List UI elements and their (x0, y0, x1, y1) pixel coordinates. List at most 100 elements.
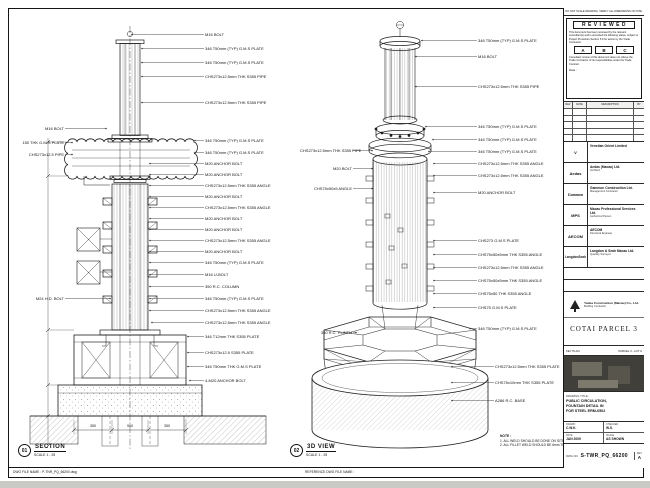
field-label: SCALE (606, 433, 615, 437)
status-option-b: B (595, 46, 613, 55)
company-role: Authorized Person (590, 215, 612, 218)
callout-label: CHS273x12.5mm THK S355 ANGLE (478, 173, 544, 178)
callout-label: CHS75x50x5mm THK S355 ANGLE (478, 252, 543, 257)
field-label: CHECKED (606, 423, 619, 426)
callout-label: CHS273x12.5mm THK S355 ANGLE (205, 205, 271, 210)
rev-row (564, 109, 644, 116)
callout-label: CHS75 G.M.S PLATE (478, 305, 517, 310)
drawing-title-block: DRAWING TITLE : PUBLIC CIRCULATION, FOUN… (564, 392, 644, 422)
callout-label: A286 R.C. BASE (495, 398, 526, 403)
callout-label: 346 T50mm (TYP) G.M.S PLATE (478, 124, 537, 129)
key-plan-value: PARCEL 3 - LOT A (618, 348, 642, 353)
rev-col-header: DESCRIPTION (587, 102, 634, 108)
callout-label: CHS75x10mm THK S355 PLATE (495, 380, 554, 385)
note-line: 1. ALL WELD SHOULD BE DONE ON SITE. (500, 438, 566, 443)
note-line: 2. ALL FILLET WELD SHOULD BE 6mm THK. U.… (500, 443, 579, 448)
callout-label: 346 T50mm THK G.M.S PLATE (205, 364, 262, 369)
callout-label: 346 T50mm (TYP) G.M.S PLATE (205, 46, 264, 51)
callout-label: 346 T50mm (TYP) G.M.S PLATE (478, 149, 537, 154)
rev-label: REV (636, 452, 642, 455)
reference-dwg-file-name: REFERENCE DWG FILE NAME : (305, 470, 355, 474)
callout-label: 4-M20 ANCHOR BOLT (205, 378, 246, 383)
key-plan-label: KEY PLAN (566, 348, 580, 353)
view-title: SECTION (34, 444, 67, 452)
rev-col-header: DATE (573, 102, 587, 108)
blank-row (564, 280, 644, 292)
section-drawing (29, 26, 267, 450)
callout-label: M20 ANCHOR BOLT (205, 172, 243, 177)
company-role: Quantity Surveyor (590, 253, 611, 256)
title-block: DO NOT SCALE DRAWING. VERIFY ALL DIMENSI… (563, 8, 644, 468)
callout-label: CHS75x50x5 ANGLE (313, 186, 352, 191)
company-name: AECOM (590, 228, 603, 232)
callout-label: M20 ANCHOR BOLT (205, 249, 243, 254)
callout-label: CHS273x12.5mm THK S355 ANGLE (205, 238, 271, 243)
dimension-label: 900 (127, 424, 133, 428)
rev-row (564, 135, 644, 141)
reviewed-paragraph: This document has been reviewed by the r… (569, 31, 639, 44)
callout-label: M20 ANCHOR BOLT (205, 161, 243, 166)
notes-title: NOTE : (500, 434, 512, 438)
company-name: Aedas (Macau) Ltd. (590, 165, 621, 169)
company-role: Management Contractor (590, 190, 618, 193)
callout-label: CHS273x12.5mm THK S355 PIPE (300, 148, 362, 153)
reviewed-title: R E V I E W E D (573, 21, 635, 29)
callout-label: 346 T50mm (TYP) G.M.S PLATE (205, 138, 264, 143)
view-title: 3D VIEW (306, 444, 337, 452)
callout-label: M24 H.D. BOLT (35, 296, 64, 301)
callout-label: 346 T50mm (TYP) G.M.S PLATE (205, 150, 264, 155)
date-line: Date : (569, 68, 578, 73)
callout-label: M20 ANCHOR BOLT (205, 194, 243, 199)
contractor-name: Yadea Construction (Macau) Co., Ltd. (584, 301, 639, 305)
field-label: DRAWN (566, 423, 576, 426)
company-logo: AECOM (564, 226, 588, 246)
company-row: LangdonSeah Langdon & Seah Macau Ltd.Qua… (564, 247, 644, 267)
isometric-drawing (311, 21, 489, 449)
drawing-number-label: DWG NO. (566, 454, 579, 458)
callout-label: CHS273x12.5 S355 PLATE (205, 350, 254, 355)
rev-row (564, 115, 644, 123)
callout-label: M20 BOLT (332, 166, 352, 171)
reviewed-stamp: R E V I E W E D This document has been r… (564, 16, 644, 102)
3d-view-label: 02 3D VIEW SCALE 1 : 25 (290, 444, 337, 457)
section-view-label: 01 SECTION SCALE 1 : 25 (18, 444, 67, 457)
rev-row (564, 128, 644, 136)
drawing-number: S-TWR_PQ_66200 (580, 453, 628, 459)
view-scale: SCALE 1 : 25 (306, 453, 328, 457)
callout-label: 346 T50mm (TYP) G.M.S PLATE (478, 326, 537, 331)
field-value: JAN 2009 (566, 436, 581, 441)
callout-label: 346 T50mm (TYP) G.M.S PLATE (478, 38, 537, 43)
callout-label: CHS273x12.5 PIPE (28, 152, 64, 157)
blank-row (564, 268, 644, 280)
callout-label: 346 T50mm (TYP) G.M.S PLATE (205, 296, 264, 301)
callout-label: CHS273x12.5mm THK S355 PIPE (478, 84, 540, 89)
callout-label: 346 T50mm (TYP) G.M.S PLATE (205, 260, 264, 265)
drawing-title-line: FOUNTAIN DETAIL IN (566, 404, 604, 408)
contractor-role: Building Contractor (584, 305, 607, 308)
drawing-title-line: FOR STEEL ERM-6502 (566, 409, 606, 413)
field-value: W.S. (606, 426, 613, 430)
company-role: Architect (590, 169, 601, 172)
company-row: V Venetian Orient Limited (564, 142, 644, 163)
rev-col-header: REV (564, 102, 573, 108)
bottom-band (0, 481, 650, 488)
company-logo: LangdonSeah (564, 247, 588, 267)
consultant-list: V Venetian Orient Limited Aedas Aedas (M… (564, 142, 644, 268)
field-value: C.W.K. (566, 426, 577, 430)
dimension-label: 350 (164, 424, 170, 428)
company-logo: Gammon (564, 184, 588, 204)
company-name: Langdon & Seah Macau Ltd. (590, 249, 635, 253)
detail-bubble-icon: 02 (290, 444, 303, 457)
sheet-footer: DWG FILE NAME : P-TNR_PQ_66200.dwg REFER… (8, 468, 644, 478)
company-role: Structural Engineer (590, 232, 613, 235)
company-name: Venetian Orient Limited (590, 144, 627, 148)
company-logo: V (564, 142, 588, 162)
callout-label: CHS273x12.5mm THK S355 PIPE (205, 100, 267, 105)
general-notes: NOTE : 1. ALL WELD SHOULD BE DONE ON SIT… (500, 434, 620, 448)
callout-label: CHS273x12.5mm THK S355 ANGLE (205, 183, 271, 188)
callout-label: 350 R.C. COLUMN (205, 284, 240, 289)
reviewed-paragraph: Consultant review of this document does … (569, 56, 633, 66)
callout-label: CHS75x50x5mm THK S355 ANGLE (478, 278, 543, 283)
